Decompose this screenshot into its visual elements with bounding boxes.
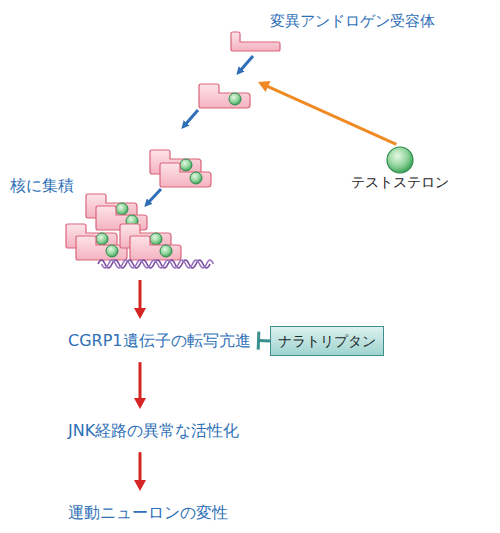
process-arrow — [134, 362, 146, 409]
process-text: JNK経路の異常な活性化 — [66, 419, 247, 442]
process-arrow — [147, 189, 161, 204]
process-arrow — [134, 452, 146, 491]
receptor-dimer — [160, 163, 211, 187]
process-arrow — [134, 280, 146, 319]
connector-line — [259, 339, 270, 342]
process-arrow — [184, 110, 198, 126]
process-text: 運動ニューロンの変性 — [66, 501, 236, 524]
receptor-aggregate — [76, 236, 127, 260]
node-label: 運動ニューロンの変性 — [68, 503, 228, 522]
connector-line — [139, 280, 142, 311]
hormone-circle — [348, 146, 452, 174]
inhibition-bar — [257, 332, 261, 350]
aggregate-node: 核に集積 — [8, 172, 193, 272]
arrow-head — [134, 480, 146, 491]
bound-receptor — [199, 84, 250, 108]
node-label: ナラトリプタン — [278, 333, 376, 350]
connector-line — [139, 452, 142, 483]
inhibition-line — [258, 332, 270, 350]
node-label: 核に集積 — [10, 176, 74, 195]
connector-line — [139, 362, 142, 401]
node-label: CGRP1遺伝子の転写亢進 — [68, 331, 251, 350]
receptor-node: 変異アンドロゲン受容体 — [225, 8, 450, 82]
node-label: JNK経路の異常な活性化 — [68, 421, 239, 440]
dna-strand — [102, 260, 214, 268]
arrow-head — [134, 398, 146, 409]
node-label: 変異アンドロゲン受容体 — [270, 12, 435, 30]
node-label: テストステロン — [348, 174, 452, 191]
receptor-aggregate — [130, 236, 181, 260]
receptor-shape — [231, 32, 280, 51]
connector-line — [265, 85, 396, 144]
drug-box: ナラトリプタン — [270, 326, 384, 356]
arrow-head — [258, 81, 270, 92]
process-arrow — [239, 56, 253, 72]
hormone-node: テストステロン — [348, 146, 452, 194]
process-text: CGRP1遺伝子の転写亢進 — [66, 329, 259, 352]
arrow-head — [134, 308, 146, 319]
hormone-circle — [387, 147, 413, 173]
binding-arrow — [258, 81, 396, 144]
